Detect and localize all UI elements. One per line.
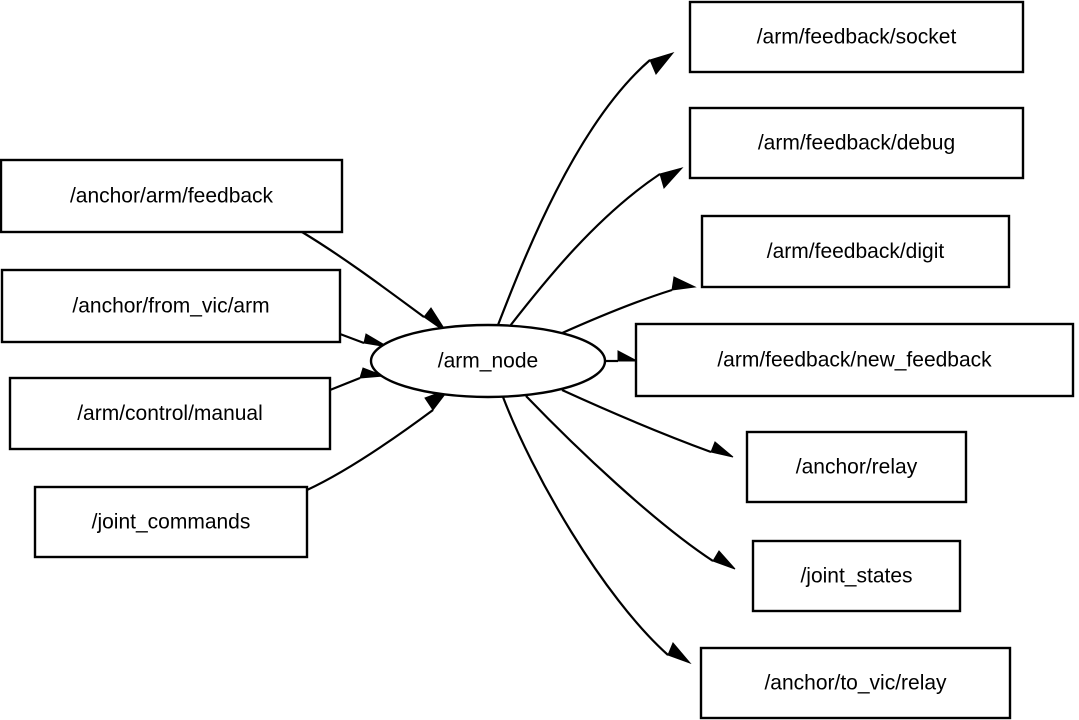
topic-box[interactable]: [688, 106, 1025, 180]
arrowhead-icon: [359, 367, 385, 379]
edge-arm-node-to-anchor-to-vic-relay: [501, 396, 692, 665]
node-ellipse[interactable]: [369, 323, 607, 399]
edge-arm-node-to-arm-feedback-debug: [509, 167, 684, 327]
arrowhead-icon: [649, 52, 675, 75]
topic-box[interactable]: [751, 539, 962, 613]
arrowhead-icon: [363, 333, 389, 348]
edge-arm-node-to-arm-feedback-new-feedback: [606, 350, 638, 363]
edge-path: [301, 231, 425, 318]
topic-node-arm-feedback-debug[interactable]: /arm/feedback/debug: [688, 106, 1025, 180]
outgoing-edges-group: [496, 52, 736, 665]
edge-path: [329, 376, 361, 392]
topic-box[interactable]: [699, 646, 1012, 720]
topic-box[interactable]: [688, 0, 1025, 74]
topic-node-anchor-from-vic-arm[interactable]: /anchor/from_vic/arm: [0, 268, 342, 344]
topic-node-arm-feedback-socket[interactable]: /arm/feedback/socket: [688, 0, 1025, 74]
arrowhead-icon: [712, 550, 736, 570]
edge-path: [559, 288, 673, 336]
edge-arm-node-to-anchor-relay: [561, 388, 734, 458]
topic-node-anchor-to-vic-relay[interactable]: /anchor/to_vic/relay: [699, 646, 1012, 720]
arrowhead-icon: [710, 441, 734, 458]
center-node-arm-node[interactable]: /arm_node: [369, 323, 607, 399]
arrowhead-icon: [667, 642, 692, 665]
edge-path: [509, 173, 661, 327]
edge-path: [339, 332, 365, 345]
edge-path: [561, 388, 712, 454]
edge-arm-node-to-arm-feedback-socket: [496, 52, 675, 326]
topic-box[interactable]: [33, 485, 309, 559]
topic-box[interactable]: [0, 158, 344, 234]
publisher-topic-nodes: /anchor/arm/feedback /anchor/from_vic/ar…: [0, 158, 344, 559]
subscriber-topic-nodes: /arm/feedback/socket /arm/feedback/debug…: [634, 0, 1075, 720]
topic-box[interactable]: [634, 322, 1075, 398]
topic-node-joint-states[interactable]: /joint_states: [751, 539, 962, 613]
topic-node-anchor-arm-feedback[interactable]: /anchor/arm/feedback: [0, 158, 344, 234]
edge-path: [501, 396, 669, 656]
topic-node-joint-commands[interactable]: /joint_commands: [33, 485, 309, 559]
arrowhead-icon: [617, 350, 638, 362]
arrowhead-icon: [659, 167, 684, 190]
edge-path: [496, 59, 651, 326]
topic-node-arm-feedback-digit[interactable]: /arm/feedback/digit: [700, 214, 1011, 289]
arrowhead-icon: [671, 276, 697, 291]
topic-box[interactable]: [745, 430, 968, 504]
topic-box[interactable]: [0, 268, 342, 344]
edge-anchor-from-vic-arm-to-arm-node: [339, 332, 389, 348]
edge-path: [306, 409, 434, 491]
topic-node-arm-feedback-new-feedback[interactable]: /arm/feedback/new_feedback: [634, 322, 1075, 398]
edge-arm-node-to-joint-states: [525, 395, 736, 570]
topic-box[interactable]: [700, 214, 1011, 289]
edge-path: [525, 395, 714, 562]
topic-node-arm-control-manual[interactable]: /arm/control/manual: [8, 376, 332, 451]
topic-box[interactable]: [8, 376, 332, 451]
edge-arm-control-manual-to-arm-node: [329, 367, 385, 392]
topic-node-anchor-relay[interactable]: /anchor/relay: [745, 430, 968, 504]
edge-arm-node-to-arm-feedback-digit: [559, 276, 697, 336]
